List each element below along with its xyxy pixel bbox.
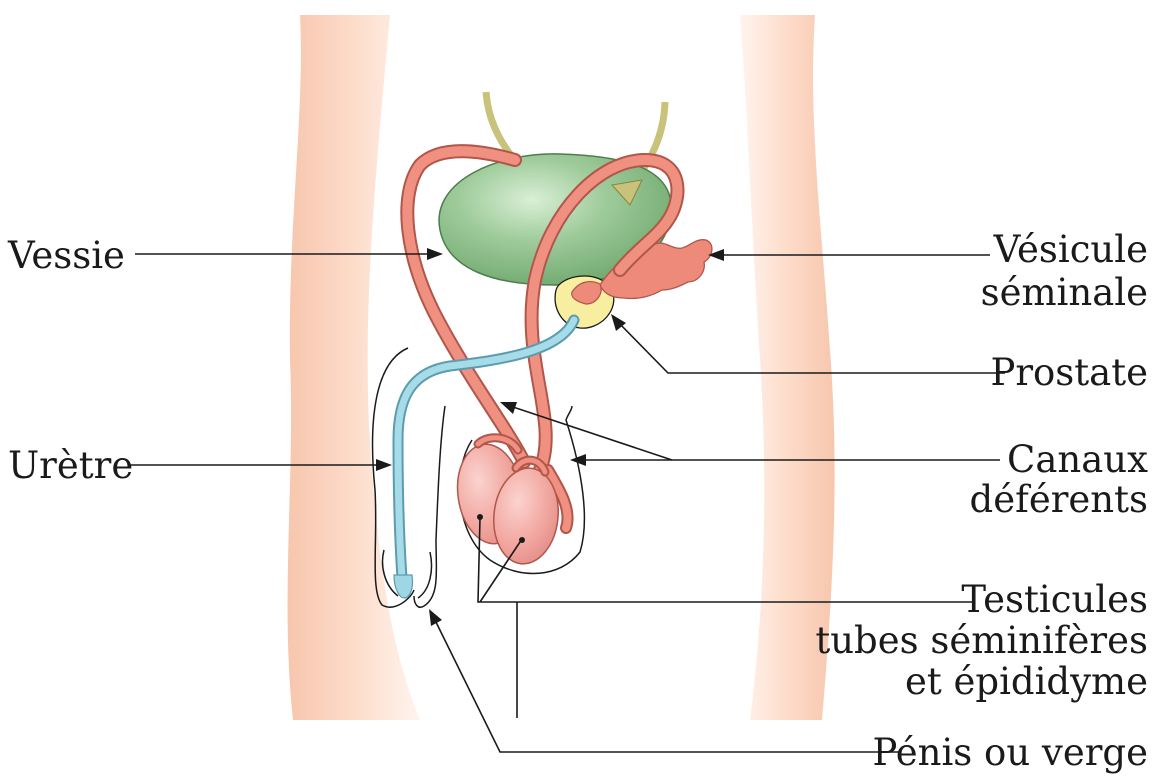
arrowhead-penis [429,609,442,626]
label-testicules-line2: tubes séminifères [815,619,1148,662]
leader-testicules-b [480,542,520,602]
body-right-side [740,15,835,720]
arrowhead-canaux-a [500,402,517,414]
label-canaux-line2: déférents [970,478,1148,521]
label-vesicule-line1: Vésicule [993,228,1148,271]
leader-canaux-a [504,404,672,460]
penis-outline-inner [414,406,445,607]
label-testicules-line3: et épididyme [905,660,1148,703]
label-canaux-line1: Canaux [1007,438,1148,481]
label-penis: Pénis ou verge [873,731,1148,774]
body-left-side [288,15,420,720]
label-vesicule-line2: séminale [981,271,1148,314]
label-testicules-line1: Testicules [961,578,1148,621]
label-uretre: Urètre [8,444,133,487]
arrowhead-uretre [376,459,392,471]
label-vessie: Vessie [7,234,125,277]
label-prostate: Prostate [990,351,1148,394]
arrowhead-vessie [427,248,443,260]
